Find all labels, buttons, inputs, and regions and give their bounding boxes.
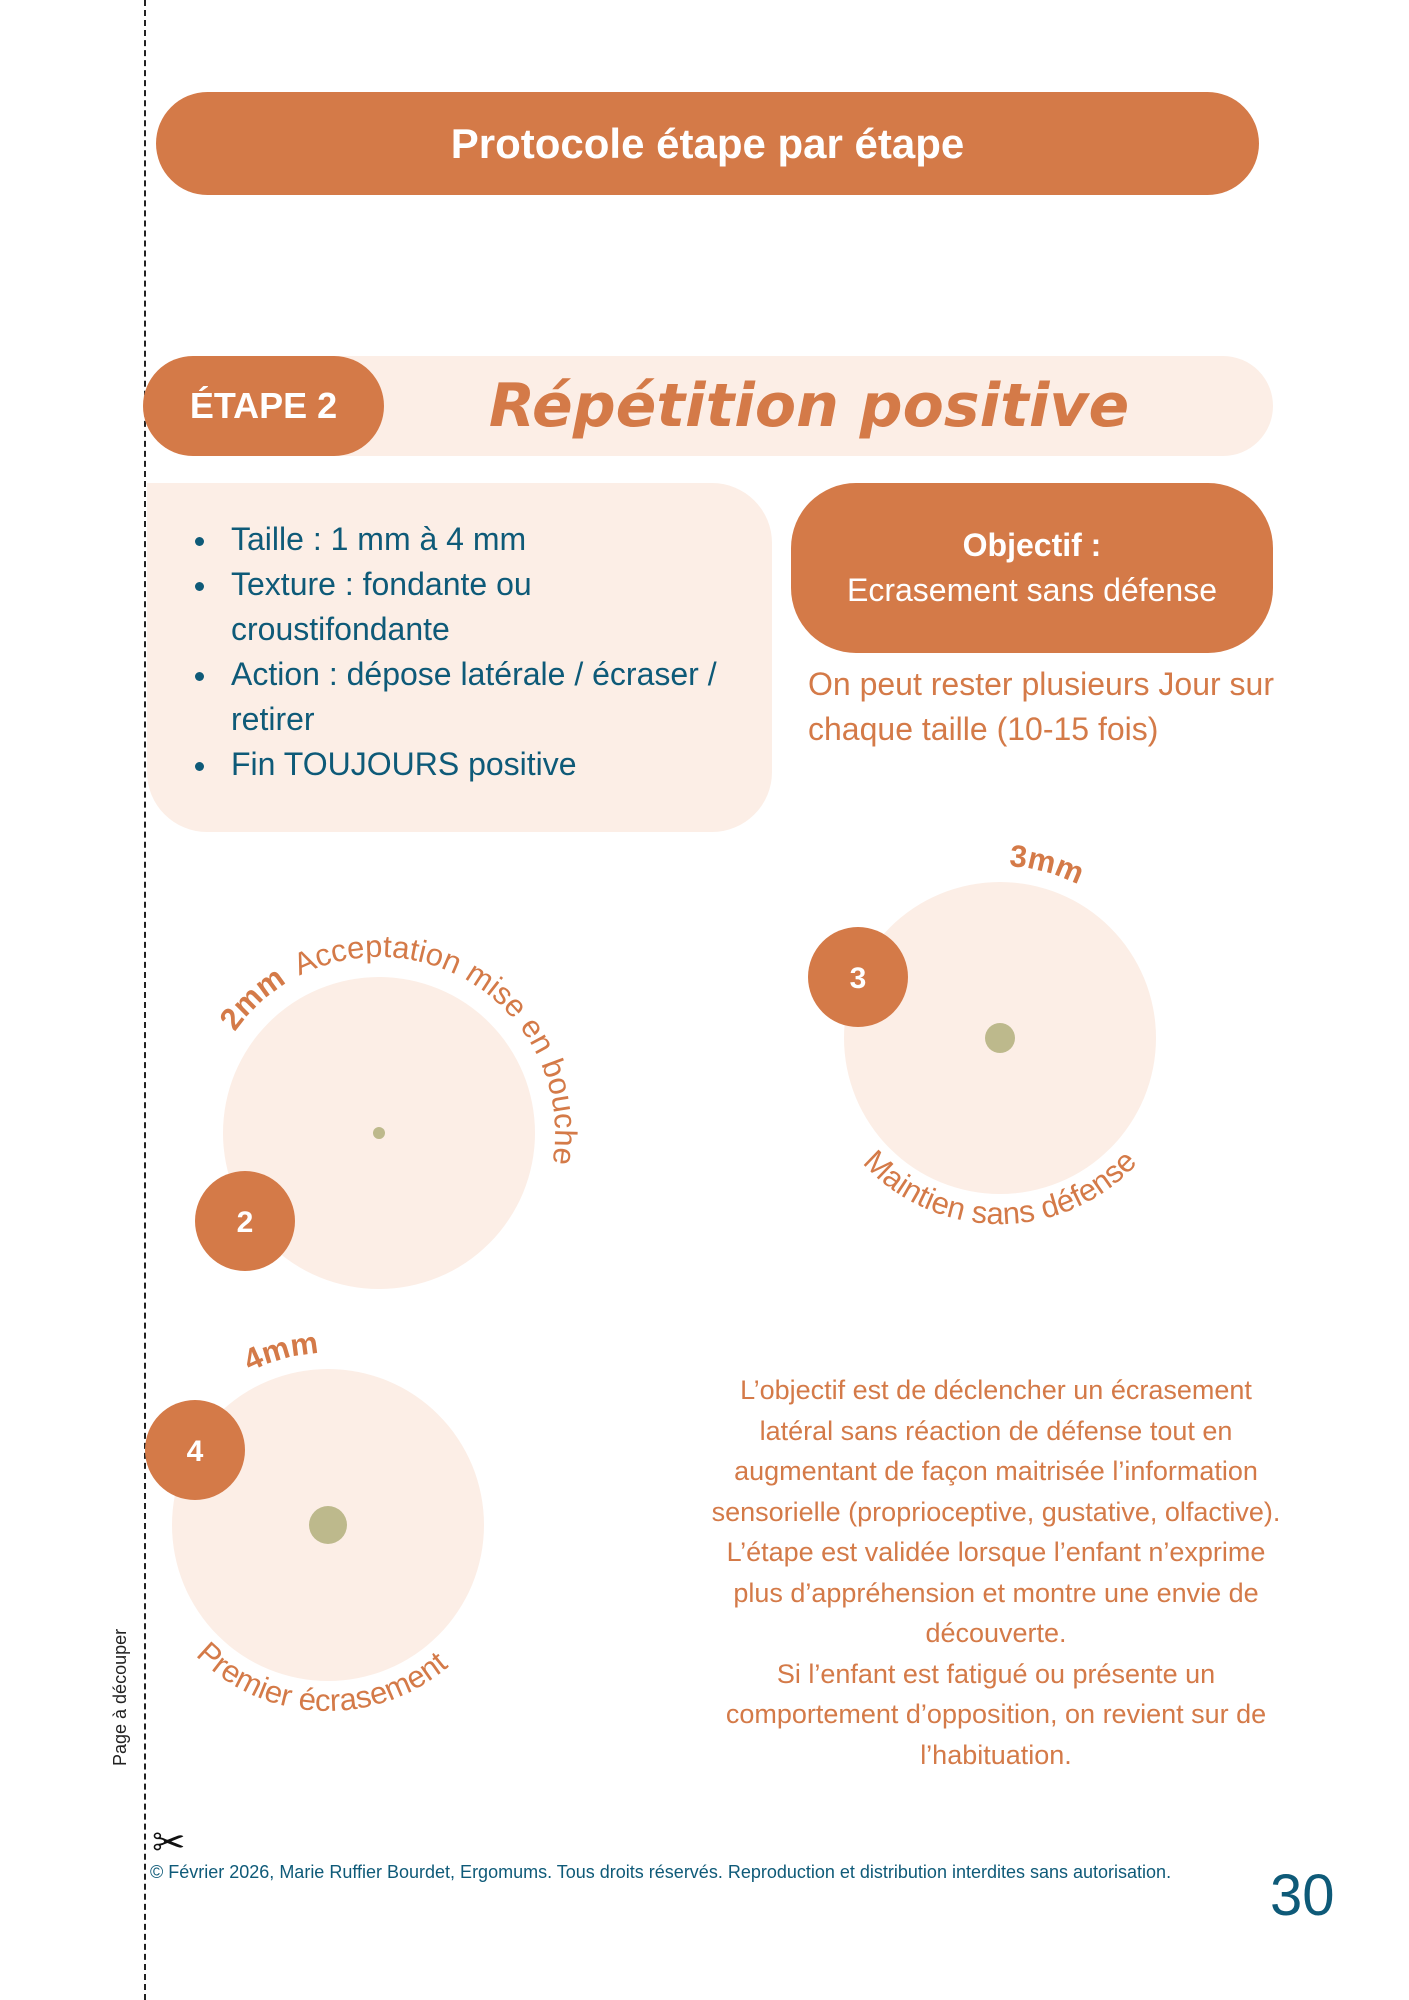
paragraph-line: plus d’appréhension et montre une envie … <box>733 1577 1259 1608</box>
objective-text: Ecrasement sans défense <box>847 572 1217 608</box>
objective-heading: Objectif : <box>962 527 1102 563</box>
size-label: 4mm <box>238 1325 320 1378</box>
paragraph-line: L’étape est validée lorsque l’enfant n’e… <box>726 1537 1266 1567</box>
badge-number: 2 <box>237 1206 254 1239</box>
badge-number: 4 <box>187 1435 204 1468</box>
copyright-footer: © Février 2026, Marie Ruffier Bourdet, E… <box>150 1862 1172 1882</box>
svg-text:3mm: 3mm <box>1008 838 1089 891</box>
number-badge <box>145 1400 245 1500</box>
criteria-item: Fin TOUJOURS positive <box>191 742 752 787</box>
food-piece-dot <box>985 1023 1015 1053</box>
step-title: Répétition positive <box>488 371 1130 441</box>
circle-2mm: 2mmAcceptation mise en bouche 2 <box>195 929 583 1289</box>
number-badge <box>808 927 908 1027</box>
cut-line <box>144 0 146 2000</box>
paragraph-line: L’objectif est de déclencher un écraseme… <box>740 1375 1252 1405</box>
criteria-item: Action : dépose latérale / écraser / ret… <box>191 652 752 742</box>
cut-page-label: Page à découper <box>110 1628 130 1766</box>
paragraph-line: l’habituation. <box>920 1739 1072 1770</box>
page-title: Protocole étape par étape <box>156 92 1259 195</box>
criteria-item: Texture : fondante ou croustifondante <box>191 562 752 652</box>
food-piece-dot <box>309 1506 347 1544</box>
paragraph-line: augmentant de façon maitrisée l’informat… <box>734 1456 1258 1486</box>
duration-note: On peut rester plusieurs Jour sur chaque… <box>808 666 1274 747</box>
paragraph-line: sensorielle (proprioceptive, gustative, … <box>711 1496 1281 1527</box>
circle-4mm: 4mm Premier écrasement 4 <box>145 1325 484 1718</box>
explanation-paragraph: L’objectif est de déclencher un écraseme… <box>655 1370 1337 1775</box>
page-number: 30 <box>1270 1863 1335 1928</box>
size-label: 3mm <box>1008 838 1089 891</box>
number-badge <box>195 1171 295 1271</box>
food-piece-dot <box>373 1127 385 1139</box>
criteria-item: Taille : 1 mm à 4 mm <box>191 517 752 562</box>
paragraph-line: Si l’enfant est fatigué ou présente un <box>776 1658 1216 1689</box>
circle-3mm: 3mm Maintien sans défense 3 <box>808 838 1156 1231</box>
svg-text:4mm: 4mm <box>238 1325 320 1378</box>
paragraph-line: découverte. <box>925 1618 1067 1648</box>
paragraph-line: comportement d’opposition, on revient su… <box>725 1699 1267 1729</box>
step-label: ÉTAPE 2 <box>143 356 384 456</box>
criteria-box: Taille : 1 mm à 4 mm Texture : fondante … <box>147 483 772 832</box>
paragraph-line: latéral sans réaction de défense tout en <box>759 1415 1233 1446</box>
badge-number: 3 <box>850 962 867 995</box>
objective-box: Objectif : Ecrasement sans défense <box>791 483 1273 653</box>
scissors-icon: ✂ <box>152 1821 186 1865</box>
